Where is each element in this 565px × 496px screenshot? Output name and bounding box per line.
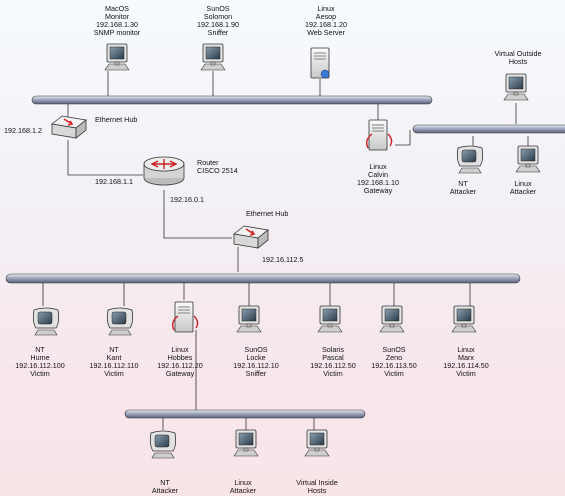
monitor-icon-solomon [201, 44, 225, 70]
host-label-locke: SunOS Locke 192.16.112.10 Sniffer [233, 346, 278, 378]
router-name: Router CISCO 2514 [197, 159, 238, 175]
monitor-icon-zeno [380, 306, 404, 332]
host-label-virtual-inside: Virtual Inside Hosts [296, 479, 337, 495]
server-icon-calvin [367, 120, 392, 150]
host-label-hobbes: Linux Hobbes 192.16.112.20 Gateway [157, 346, 202, 378]
host-label-linux-attacker-right: Linux Attacker [510, 180, 536, 196]
monitor-icon-nt-attacker-right [457, 146, 482, 173]
bus-192-16-112 [6, 274, 520, 283]
monitor-icon-nt-attacker-bottom [150, 431, 175, 458]
monitor-icon-outside [504, 74, 528, 100]
host-label-hume: NT Hume 192.16.112.100 Victim [15, 346, 64, 378]
router-ip-bottom: 192.16.0.1 [170, 196, 204, 204]
hub1-ip: 192.168.1.2 [4, 127, 42, 135]
hub-icon-1 [52, 116, 86, 138]
host-label-pascal: Solaris Pascal 192.16.112.50 Victim [310, 346, 355, 378]
monitor-icon-kant [107, 308, 132, 335]
monitor-icon-macos [105, 44, 129, 70]
router-ip-top: 192.168.1.1 [95, 178, 133, 186]
host-label-aesop: Linux Aesop 192.168.1.20 Web Server [305, 5, 347, 37]
host-label-linux-attacker-bottom: Linux Attacker [230, 479, 256, 495]
host-label-solomon: SunOS Solomon 192.168.1.90 Sniffer [197, 5, 239, 37]
host-label-marx: Linux Marx 192.16.114.50 Victim [443, 346, 488, 378]
monitor-icon-locke [237, 306, 261, 332]
host-label-kant: NT Kant 192.16.112.110 Victim [90, 346, 139, 378]
monitor-icon-linux-attacker-bottom [234, 430, 258, 456]
hub2-name: Ethernet Hub [246, 210, 288, 218]
host-label-nt-attacker-bottom: NT Attacker [152, 479, 178, 495]
hub-icon-2 [234, 226, 268, 248]
host-label-nt-attacker-right: NT Attacker [450, 180, 476, 196]
router-icon [144, 157, 184, 185]
bus-192-168-1 [32, 96, 432, 104]
monitor-icon-hume [33, 308, 58, 335]
monitor-icon-virtual-inside [305, 430, 329, 456]
monitor-icon-pascal [318, 306, 342, 332]
server-icon-aesop [311, 48, 329, 78]
host-label-outside: Virtual Outside Hosts [495, 50, 542, 66]
hub2-ip: 192.16.112.5 [262, 256, 303, 264]
monitor-icon-marx [452, 306, 476, 332]
bus-inside [125, 410, 365, 418]
host-label-zeno: SunOS Zeno 192.16.113.50 Victim [371, 346, 416, 378]
bus-outside [413, 125, 565, 133]
hub1-name: Ethernet Hub [95, 116, 137, 124]
host-label-calvin: Linux Calvin 192.168.1.10 Gateway [357, 163, 399, 195]
host-label-macos: MacOS Monitor 192.168.1.30 SNMP monitor [94, 5, 141, 37]
monitor-icon-linux-attacker-right [516, 146, 540, 172]
server-icon-hobbes [173, 302, 198, 332]
